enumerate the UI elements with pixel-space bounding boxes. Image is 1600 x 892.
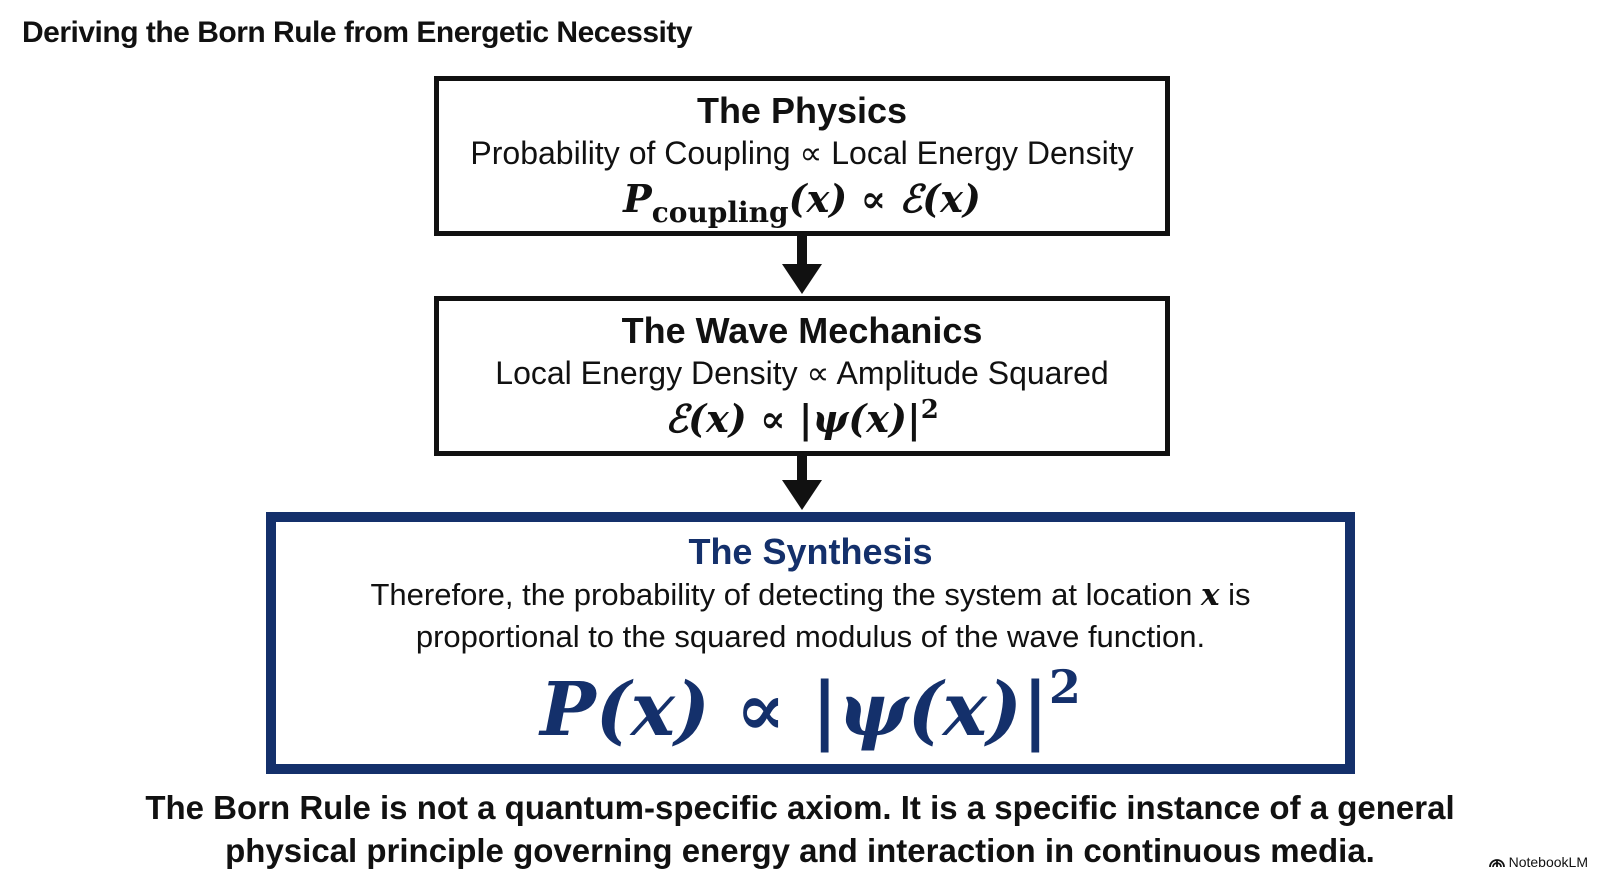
wave-mechanics-box: The Wave Mechanics Local Energy Density … [434,296,1170,456]
conclusion-text: The Born Rule is not a quantum-specific … [0,786,1600,872]
synthesis-line1-text: Therefore, the probability of detecting … [370,577,1202,612]
wave-mechanics-heading: The Wave Mechanics [621,310,983,351]
physics-subtitle: Probability of Coupling ∝ Local Energy D… [470,135,1134,171]
watermark-label: NotebookLM [1508,854,1588,870]
down-arrow-icon [782,236,822,294]
wave-mechanics-formula: ℰ(x) ∝ |ψ(x)|2 [665,395,939,443]
synthesis-formula-prop: ∝ [709,667,812,753]
wave-formula-prop: ∝ [746,396,799,441]
physics-box: The Physics Probability of Coupling ∝ Lo… [434,76,1170,236]
notebooklm-logo-icon [1488,859,1505,868]
physics-formula-rhs: ℰ(x) [899,176,981,221]
page-title: Deriving the Born Rule from Energetic Ne… [22,16,693,49]
synthesis-variable: x [1201,577,1220,613]
physics-formula: Pcoupling(x) ∝ ℰ(x) [623,175,981,227]
synthesis-heading: The Synthesis [688,531,933,572]
physics-formula-subscript: coupling [651,196,789,229]
wave-formula-lhs: ℰ(x) [665,396,747,441]
notebooklm-watermark: NotebookLM [1488,854,1588,870]
down-arrow-icon [782,452,822,510]
synthesis-text-line1: Therefore, the probability of detecting … [370,574,1250,616]
wave-formula-rhs: |ψ(x)| [798,396,921,441]
conclusion-line2: physical principle governing energy and … [225,832,1375,869]
physics-heading: The Physics [696,90,908,131]
wave-mechanics-subtitle: Local Energy Density ∝ Amplitude Squared [495,355,1109,391]
synthesis-formula-lhs: P(x) [540,667,710,753]
synthesis-formula-exponent: 2 [1048,660,1081,714]
synthesis-formula: P(x) ∝ |ψ(x)|2 [540,662,1081,758]
physics-formula-arg: (x) [788,176,848,221]
physics-formula-prop: ∝ [847,176,900,221]
synthesis-formula-rhs: |ψ(x)| [811,667,1049,753]
synthesis-text-line2: proportional to the squared modulus of t… [415,619,1206,654]
physics-formula-lhs: P [623,176,652,221]
wave-formula-exponent: 2 [920,395,939,425]
synthesis-line1-end: is [1219,577,1251,612]
synthesis-box: The Synthesis Therefore, the probability… [266,512,1355,774]
conclusion-line1: The Born Rule is not a quantum-specific … [145,789,1455,826]
